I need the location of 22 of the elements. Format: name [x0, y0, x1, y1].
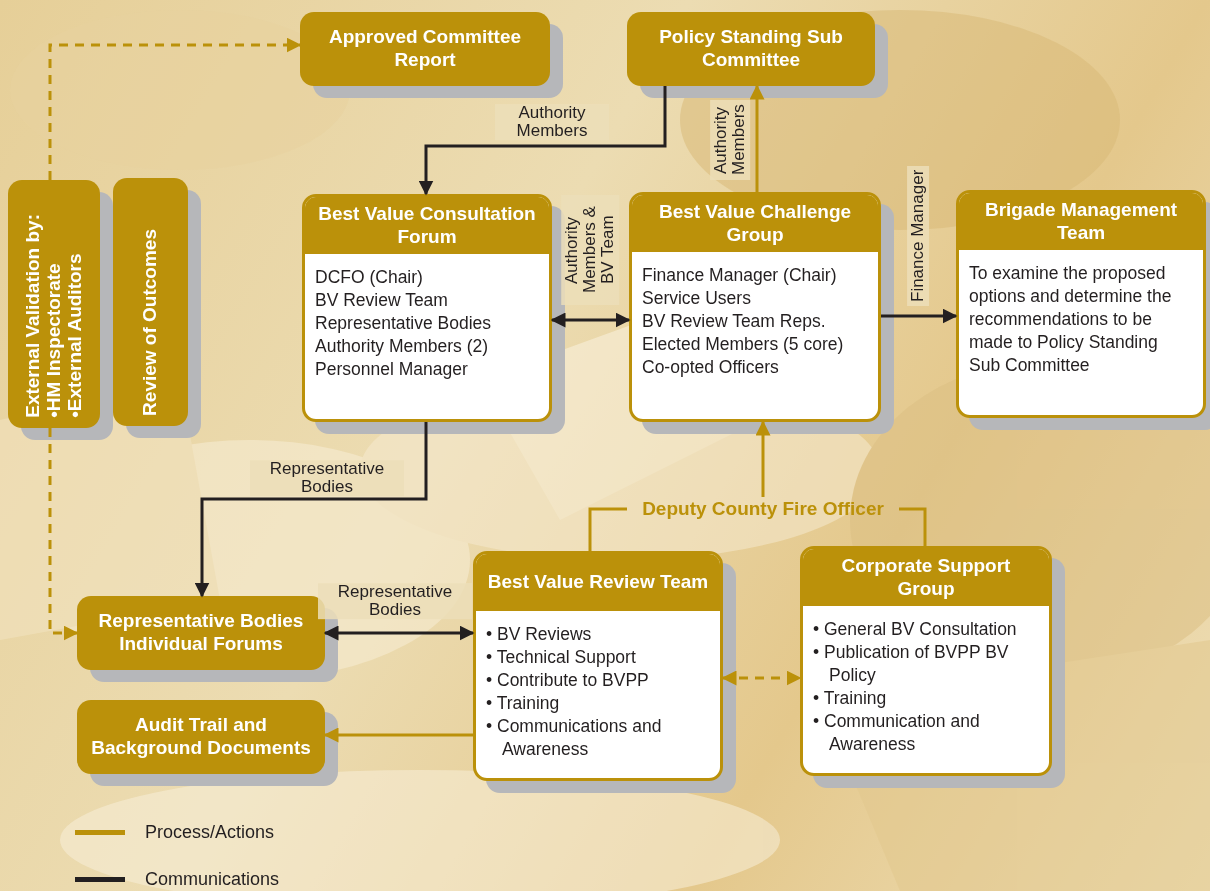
arrow [323, 625, 475, 641]
connector-line [899, 507, 927, 546]
arrow [721, 670, 802, 686]
edge-label: Finance Manager [907, 166, 929, 306]
edge-label: Representative Bodies [250, 460, 404, 496]
connector-line [588, 507, 627, 551]
arrow [881, 308, 958, 324]
arrow [48, 428, 79, 641]
edge-label: Authority Members & BV Team [561, 195, 619, 305]
legend-text: Process/Actions [145, 822, 275, 843]
arrow [550, 312, 631, 328]
arrow [194, 422, 428, 598]
arrow [418, 86, 667, 196]
legend-text: Communications [145, 869, 280, 890]
role-label: Deputy County Fire Officer [627, 497, 899, 521]
arrow [749, 84, 765, 192]
arrow [48, 37, 302, 180]
edge-label: Authority Members [710, 100, 750, 180]
edge-label: Authority Members [495, 104, 609, 140]
arrow [323, 727, 473, 743]
edge-label: Representative Bodies [318, 583, 472, 619]
arrow [755, 420, 771, 497]
